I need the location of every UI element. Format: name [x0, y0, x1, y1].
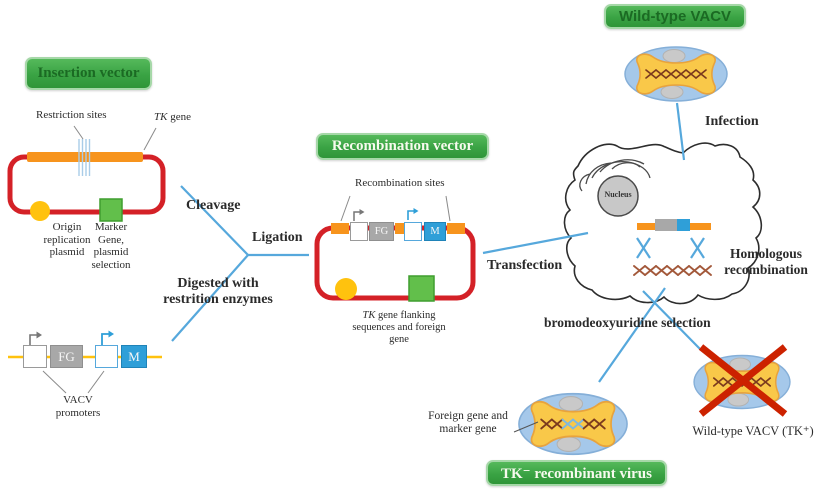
marker-gene-icon	[99, 198, 123, 222]
homologous-recombination-label: Homologous recombination	[724, 246, 808, 277]
promoter-arrow-icon	[407, 210, 415, 220]
promoter-box	[404, 222, 422, 241]
cleavage-label: Cleavage	[186, 198, 241, 213]
viral-dna-helix	[633, 265, 712, 276]
endoplasmic-reticulum	[579, 159, 651, 192]
host-cell	[563, 142, 763, 305]
marker-gene-box: M	[121, 345, 147, 368]
restriction-sites-marks	[78, 139, 91, 176]
promoter-box	[23, 345, 47, 368]
process-lines	[482, 102, 701, 383]
insertion-vector-title: Insertion vector	[25, 57, 152, 90]
selection-line	[642, 290, 701, 350]
tk-flanking-label: TK gene flanking sequences and foreign g…	[352, 310, 446, 346]
wild-type-vacv-title: Wild-type VACV	[604, 4, 746, 29]
foreign-gene-box-label: FG	[58, 348, 75, 364]
promoter-pointer	[42, 370, 67, 394]
promoter-arrow-icon	[353, 211, 361, 221]
wild-type-vacv-virion	[624, 46, 728, 102]
tk-gene-label: TK gene	[154, 111, 191, 123]
promoter-arrow-icon	[101, 333, 110, 345]
foreign-gene-segment	[572, 418, 585, 430]
nucleus-label: Nucleus	[604, 190, 632, 199]
foreign-gene-box-label: FG	[374, 226, 389, 237]
recombination-sites-pointer	[340, 195, 351, 222]
tk-gene-bar	[27, 152, 143, 162]
foreign-gene-box: FG	[50, 345, 83, 368]
foreign-gene-marker-label: Foreign gene and marker gene	[428, 410, 508, 436]
promoter-box	[95, 345, 118, 368]
tk-recombinant-virion	[518, 392, 628, 456]
foreign-gene-segment	[561, 418, 574, 430]
recombination-sites-label: Recombination sites	[355, 177, 445, 189]
marker-gene-box: M	[424, 222, 446, 241]
marker-gene-label: Marker Gene, plasmid selection	[91, 221, 131, 271]
recombination-sites-pointer	[445, 195, 451, 222]
recombination-vector-title-text: Recombination vector	[331, 138, 474, 154]
transfection-label: Transfection	[487, 258, 563, 273]
insertion-vector-plasmid	[7, 125, 166, 222]
digested-label: Digested with restrition enzymes	[163, 276, 273, 308]
origin-replication-icon	[30, 201, 50, 221]
recombination-site-bar	[447, 223, 465, 234]
recombination-site-bar	[331, 223, 349, 234]
promoter-pointer	[87, 370, 105, 394]
tk-gene-pointer	[143, 127, 157, 151]
origin-replication-icon	[335, 278, 357, 300]
nucleus	[597, 175, 639, 217]
promoter-box	[350, 222, 368, 241]
insertion-vector-title-text: Insertion vector	[37, 65, 140, 81]
transfection-line	[482, 231, 589, 255]
restriction-sites-pointer	[73, 125, 84, 140]
brdu-selection-label: bromodeoxyuridine selection	[544, 315, 711, 330]
foreign-gene-pointer	[513, 421, 539, 433]
promoter-arrow-icon	[29, 334, 38, 345]
restriction-sites-label: Restriction sites	[36, 109, 107, 121]
cleavage-ligation-lines	[171, 185, 309, 342]
wild-type-vacv-title-text: Wild-type VACV	[618, 8, 732, 25]
ligation-label: Ligation	[252, 230, 303, 245]
marker-gene-box-label: M	[430, 226, 440, 237]
infection-label: Infection	[705, 114, 759, 129]
marker-gene-icon	[408, 275, 435, 302]
origin-replication-label: Origin replication plasmid	[43, 221, 91, 259]
tk-recombinant-virus-title: TK⁻ recombinant virus	[486, 460, 667, 486]
marker-gene-box-label: M	[128, 348, 140, 364]
recombination-vector-plasmid	[314, 195, 476, 302]
wild-type-tk-plus-label: Wild-type VACV (TK⁺)	[692, 424, 814, 438]
foreign-gene-box: FG	[369, 222, 394, 241]
infection-line	[675, 102, 686, 161]
red-cross-icon	[698, 344, 788, 417]
tk-recombinant-virus-title-text: TK⁻ recombinant virus	[501, 465, 652, 482]
vacv-promoters-label: VACV promoters	[55, 394, 101, 419]
recombination-vector-title: Recombination vector	[316, 133, 489, 160]
crossover-x-icon	[636, 237, 705, 259]
